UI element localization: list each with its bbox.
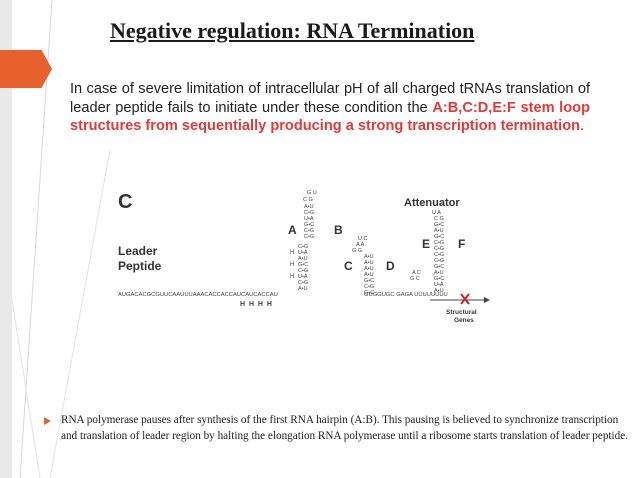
svg-text:G•C: G•C — [364, 278, 374, 284]
svg-text:G•C: G•C — [434, 276, 444, 282]
leader-label-1: Leader — [118, 244, 158, 258]
svg-text:G•C: G•C — [364, 290, 374, 296]
svg-text:U A: U A — [432, 210, 441, 216]
svg-text:U•A: U•A — [434, 282, 444, 288]
svg-text:C•G: C•G — [364, 284, 374, 290]
attenuator-label: Attenuator — [404, 197, 460, 209]
body-paragraph: In case of severe limitation of intracel… — [70, 80, 590, 136]
stem-label-b: B — [334, 223, 343, 237]
bullet-arrow-icon — [44, 417, 51, 425]
attenuator-diagram: C Attenuator Leader Peptide G U C G A•U … — [112, 182, 540, 324]
stop-x-icon — [460, 293, 470, 305]
svg-text:U•A: U•A — [304, 216, 314, 222]
svg-text:G C: G C — [410, 276, 420, 282]
h-marks: H H H H — [240, 301, 272, 308]
slide-title: Negative regulation: RNA Termination — [110, 18, 475, 43]
paragraph-end: . — [580, 118, 585, 134]
svg-text:G•C: G•C — [304, 222, 314, 228]
svg-text:A•U: A•U — [434, 228, 444, 234]
svg-text:A•U: A•U — [298, 286, 308, 292]
svg-text:C•G: C•G — [434, 252, 444, 258]
svg-text:G•C: G•C — [434, 234, 444, 240]
stem-label-d: D — [386, 259, 395, 273]
hairpin-cd: U C A A G G A•U A•U A•U A•U G•C C•G G•C — [352, 236, 374, 296]
svg-text:H: H — [290, 262, 294, 268]
svg-text:C•G: C•G — [298, 244, 308, 250]
svg-text:H: H — [290, 274, 294, 280]
bullet-text: RNA polymerase pauses after synthesis of… — [61, 414, 628, 442]
svg-text:C G: C G — [434, 216, 444, 222]
structural-label-2: Genes — [454, 317, 474, 324]
svg-text:A•U: A•U — [364, 254, 374, 260]
svg-text:G•C: G•C — [434, 222, 444, 228]
svg-text:C•G: C•G — [434, 240, 444, 246]
panel-label: C — [118, 191, 132, 213]
svg-text:G•C: G•C — [434, 264, 444, 270]
left-side-strip — [0, 0, 12, 478]
svg-text:C G: C G — [303, 197, 313, 203]
sequence-tail: GUGGUGC GAGA UUUUUUUU — [364, 292, 448, 298]
svg-text:U•A: U•A — [298, 274, 308, 280]
svg-text:U•A: U•A — [298, 250, 308, 256]
hairpin-ab: G U C G A•U C•G U•A G•C C•G C•G C•G U•A … — [298, 190, 317, 292]
stem-label-a: A — [288, 223, 297, 237]
accent-tab — [0, 50, 52, 88]
svg-text:C•G: C•G — [434, 258, 444, 264]
svg-text:A C: A C — [412, 270, 421, 276]
svg-text:A•U: A•U — [434, 270, 444, 276]
svg-text:G•C: G•C — [298, 262, 308, 268]
svg-text:C•G: C•G — [434, 246, 444, 252]
leader-sequence: AUGACACGCGUUCAAUUUAAACACCACCAUCAUCACCAU — [118, 292, 278, 298]
svg-text:C•G: C•G — [304, 210, 314, 216]
structural-label-1: Structural — [446, 309, 477, 316]
svg-text:C•G: C•G — [298, 280, 308, 286]
svg-text:A•U: A•U — [364, 260, 374, 266]
stem-label-c: C — [344, 259, 353, 273]
svg-text:A•U: A•U — [364, 272, 374, 278]
svg-text:A A: A A — [356, 242, 365, 248]
paragraph-highlight: A:B,C:D,E:F stem loop structures from se… — [70, 99, 590, 135]
svg-text:G G: G G — [352, 248, 362, 254]
stem-label-e: E — [422, 237, 430, 251]
leader-label-2: Peptide — [118, 259, 162, 273]
svg-text:G U: G U — [307, 190, 317, 196]
svg-text:C•G: C•G — [304, 234, 314, 240]
svg-text:A•U: A•U — [298, 256, 308, 262]
stem-label-f: F — [458, 237, 465, 251]
svg-text:C•G: C•G — [304, 228, 314, 234]
svg-text:A•U: A•U — [434, 288, 444, 294]
svg-text:U C: U C — [358, 236, 368, 242]
svg-text:A•U: A•U — [304, 204, 314, 210]
svg-text:H: H — [290, 250, 294, 256]
svg-text:A•U: A•U — [364, 266, 374, 272]
hairpin-ef: U A C G G•C A•U G•C C•G C•G C•G C•G G•C … — [410, 210, 444, 294]
paragraph-text: In case of severe limitation of intracel… — [70, 81, 590, 116]
svg-text:C•G: C•G — [298, 268, 308, 274]
